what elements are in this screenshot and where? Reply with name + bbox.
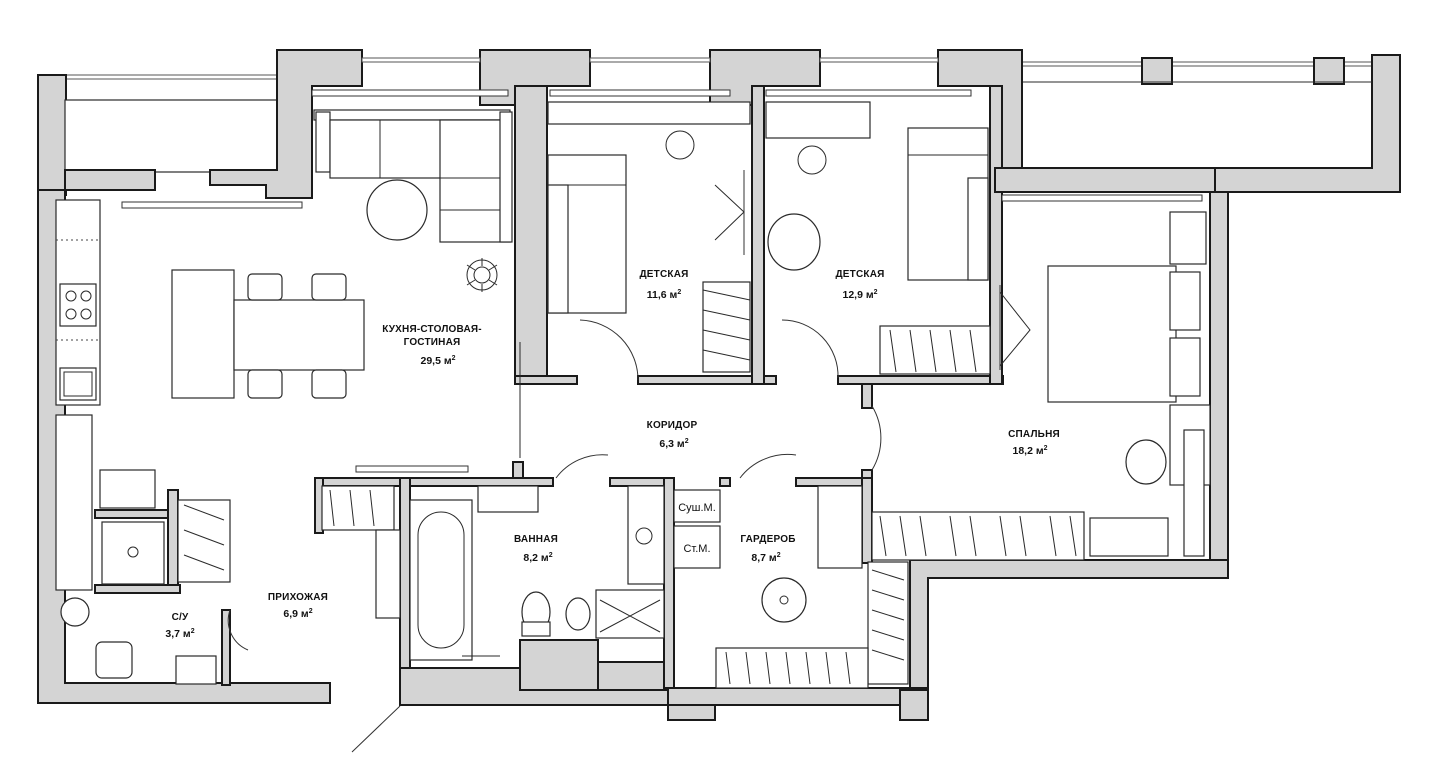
bedroom-furniture bbox=[871, 211, 1211, 561]
svg-text:12,9 м2: 12,9 м2 bbox=[842, 289, 877, 301]
wc-furniture bbox=[60, 521, 217, 685]
room-label-wardrobe: ГАРДЕРОБ 8,7 м2 bbox=[740, 534, 795, 564]
room-label-wc: С/У 3,7 м2 bbox=[165, 612, 194, 640]
svg-text:6,3 м2: 6,3 м2 bbox=[659, 438, 688, 450]
balcony-left bbox=[37, 74, 278, 196]
kitchen-name-line2: ГОСТИНАЯ bbox=[404, 337, 461, 348]
room-label-kids1: ДЕТСКАЯ 11,6 м2 bbox=[639, 269, 688, 301]
kitchen-area: 29,5 м bbox=[420, 355, 451, 367]
kids1-area: 11,6 м bbox=[647, 289, 678, 301]
kids1-name: ДЕТСКАЯ bbox=[639, 269, 688, 280]
room-label-bedroom: СПАЛЬНЯ 18,2 м2 bbox=[1008, 429, 1060, 457]
bedroom-name: СПАЛЬНЯ bbox=[1008, 429, 1060, 440]
kids2-area: 12,9 м bbox=[842, 289, 873, 301]
wardrobe-area: 8,7 м bbox=[751, 552, 777, 564]
kids-room-1-furniture bbox=[547, 101, 751, 381]
kitchen-name-line1: КУХНЯ-СТОЛОВАЯ- bbox=[382, 324, 482, 335]
corridor-name: КОРИДОР bbox=[647, 420, 698, 431]
corridor-area: 6,3 м bbox=[659, 438, 685, 450]
room-label-bathroom: ВАННАЯ 8,2 м2 bbox=[514, 534, 558, 564]
kitchen-furniture bbox=[55, 109, 513, 591]
hallway-furniture bbox=[177, 485, 401, 753]
svg-text:6,9 м2: 6,9 м2 bbox=[283, 608, 312, 620]
svg-text:8,7 м2: 8,7 м2 bbox=[751, 552, 780, 564]
windows-top bbox=[361, 57, 939, 63]
svg-text:8,2 м2: 8,2 м2 bbox=[523, 552, 552, 564]
kids-room-2-furniture bbox=[765, 101, 991, 379]
bedroom-area: 18,2 м bbox=[1012, 445, 1043, 457]
room-label-kitchen: КУХНЯ-СТОЛОВАЯ- ГОСТИНАЯ 29,5 м2 bbox=[382, 324, 482, 367]
room-label-hallway: ПРИХОЖАЯ 6,9 м2 bbox=[268, 592, 328, 620]
dryer-label: Суш.М. bbox=[678, 502, 716, 514]
room-label-corridor: КОРИДОР 6,3 м2 bbox=[647, 420, 698, 450]
interior-walls bbox=[94, 85, 1216, 689]
bathroom-name: ВАННАЯ bbox=[514, 534, 558, 545]
svg-text:11,6 м2: 11,6 м2 bbox=[647, 289, 682, 301]
room-label-kids2: ДЕТСКАЯ 12,9 м2 bbox=[835, 269, 884, 301]
hallway-area: 6,9 м bbox=[283, 608, 309, 620]
washer-label: Ст.М. bbox=[683, 543, 710, 555]
hallway-name: ПРИХОЖАЯ bbox=[268, 592, 328, 603]
svg-text:3,7 м2: 3,7 м2 bbox=[165, 628, 194, 640]
radiators bbox=[121, 89, 1203, 473]
plant-icon bbox=[466, 258, 498, 292]
wardrobe-name: ГАРДЕРОБ bbox=[740, 534, 795, 545]
bathroom-furniture bbox=[409, 342, 665, 661]
svg-text:29,5 м2: 29,5 м2 bbox=[420, 355, 455, 367]
svg-text:18,2 м2: 18,2 м2 bbox=[1012, 445, 1047, 457]
wc-area: 3,7 м bbox=[165, 628, 191, 640]
wc-name: С/У bbox=[172, 612, 189, 623]
bathroom-area: 8,2 м bbox=[523, 552, 549, 564]
kids2-name: ДЕТСКАЯ bbox=[835, 269, 884, 280]
wardrobe-furniture bbox=[673, 453, 909, 689]
